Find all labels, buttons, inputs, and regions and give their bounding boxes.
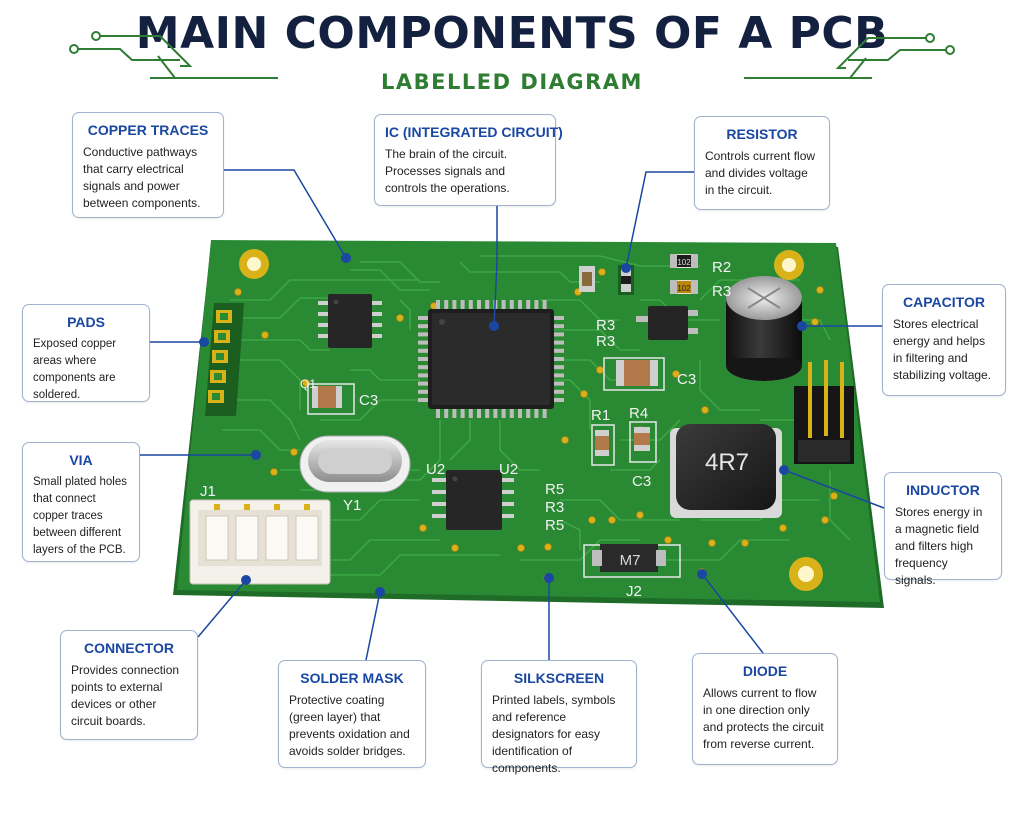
callout-title: IC (INTEGRATED CIRCUIT) xyxy=(385,124,563,140)
resistor-r3-top: 102 xyxy=(670,280,698,294)
callout-title: INDUCTOR xyxy=(906,482,980,498)
diode-marking: M7 xyxy=(620,552,641,569)
callout-inductor: INDUCTOR Stores energy in a magnetic fie… xyxy=(884,472,1002,587)
silk-c3-lower: C3 xyxy=(632,473,651,490)
callout-title: RESISTOR xyxy=(726,126,798,142)
callout-copper-traces: COPPER TRACES Conductive pathways that c… xyxy=(72,112,224,218)
silk-c3-right: C3 xyxy=(677,371,696,388)
page-subtitle: LABELLED DIAGRAM xyxy=(381,70,643,94)
callout-desc: Stores electrical energy and helps in fi… xyxy=(893,317,992,382)
silk-r3-mid2: R3 xyxy=(596,333,615,350)
header: MAIN COMPONENTS OF A PCB LABELLED DIAGRA… xyxy=(0,0,1024,110)
callout-diode: DIODE Allows current to flow in one dire… xyxy=(692,653,838,765)
callout-desc: The brain of the circuit. Processes sign… xyxy=(385,147,510,195)
callout-ic: IC (INTEGRATED CIRCUIT) The brain of the… xyxy=(374,114,563,206)
inductor-marking: 4R7 xyxy=(705,449,749,476)
callout-pads: PADS Exposed copper areas where componen… xyxy=(22,304,150,402)
callout-desc: Provides connection points to external d… xyxy=(71,663,180,728)
silk-r5-b: R5 xyxy=(545,517,564,534)
vias xyxy=(228,253,838,597)
connector-j1 xyxy=(189,499,331,585)
silk-u2-left: U2 xyxy=(426,461,445,478)
callout-resistor: RESISTOR Controls current flow and divid… xyxy=(694,116,830,210)
callout-via: VIA Small plated holes that connect copp… xyxy=(22,442,140,562)
silk-j2: J2 xyxy=(626,583,642,600)
callout-title: VIA xyxy=(69,452,93,468)
callout-title: CONNECTOR xyxy=(84,640,174,656)
callout-title: PADS xyxy=(67,314,105,330)
silk-r3-mid: R3 xyxy=(596,317,615,334)
silk-j1: J1 xyxy=(200,483,216,500)
resistor-r4 xyxy=(629,421,657,463)
soic-chip-u2 xyxy=(432,470,514,530)
copper-traces xyxy=(222,255,851,576)
transistor xyxy=(636,306,698,340)
callout-silkscreen: SILKSCREEN Printed labels, symbols and r… xyxy=(481,660,637,775)
header-trace-decoration-right xyxy=(744,33,955,79)
silk-y1: Y1 xyxy=(343,497,361,514)
callout-title: SOLDER MASK xyxy=(300,670,404,686)
silk-r2: R2 xyxy=(712,259,731,276)
callout-title: SILKSCREEN xyxy=(513,670,605,686)
callout-desc: Exposed copper areas where components ar… xyxy=(33,338,117,401)
callout-desc: Allows current to flow in one direction … xyxy=(703,686,824,751)
callout-solder-mask: SOLDER MASK Protective coating (green la… xyxy=(278,660,426,768)
resistor-marking-r3: 102 xyxy=(677,284,691,293)
callout-capacitor: CAPACITOR Stores electrical energy and h… xyxy=(882,284,1006,396)
inductor: 4R7 xyxy=(670,424,782,518)
leader-lines xyxy=(140,169,885,661)
silk-r1: R1 xyxy=(591,407,610,424)
silk-r5-a: R5 xyxy=(545,481,564,498)
smd-component-small xyxy=(579,266,595,292)
silk-c3-left: C3 xyxy=(359,392,378,409)
callout-desc: Printed labels, symbols and reference de… xyxy=(492,693,616,775)
capacitor-c3-left xyxy=(307,383,355,415)
callout-desc: Protective coating (green layer) that pr… xyxy=(289,693,410,758)
diode: M7 xyxy=(583,544,681,578)
resistor-r2: 102 xyxy=(670,254,698,268)
header-trace-decoration-left xyxy=(69,31,278,79)
leader-dots xyxy=(199,253,807,597)
callout-title: DIODE xyxy=(742,663,788,679)
callout-title: COPPER TRACES xyxy=(87,122,209,138)
page-title: MAIN COMPONENTS OF A PCB xyxy=(135,8,889,59)
silk-r4: R4 xyxy=(629,405,648,422)
soic-chip-top xyxy=(318,294,382,348)
capacitor-c3-mid xyxy=(603,357,665,391)
silk-u2-right: U2 xyxy=(499,461,518,478)
callout-desc: Controls current flow and divides voltag… xyxy=(705,149,816,197)
pin-header xyxy=(794,360,854,464)
resistor-marking-r2: 102 xyxy=(677,258,691,267)
silk-q1: Q1 xyxy=(300,377,316,391)
main-ic-chip xyxy=(418,300,564,418)
callout-connector: CONNECTOR Provides connection points to … xyxy=(60,630,198,740)
silk-r3-top: R3 xyxy=(712,283,731,300)
resistor-r1 xyxy=(591,424,615,466)
callout-desc: Stores energy in a magnetic field and fi… xyxy=(895,505,983,587)
crystal-y1 xyxy=(299,435,411,493)
mounting-holes xyxy=(239,249,823,591)
silkscreen-labels: J1 Y1 C3 Q1 C3 C3 U2 U2 R2 R3 R3 R3 R1 R… xyxy=(200,259,731,600)
electrolytic-capacitor xyxy=(726,276,802,381)
silk-r3-low: R3 xyxy=(545,499,564,516)
callout-desc: Small plated holes that connect copper t… xyxy=(33,476,127,556)
callout-title: CAPACITOR xyxy=(903,294,985,310)
edge-pads xyxy=(205,303,244,416)
callout-desc: Conductive pathways that carry electrica… xyxy=(83,145,201,210)
